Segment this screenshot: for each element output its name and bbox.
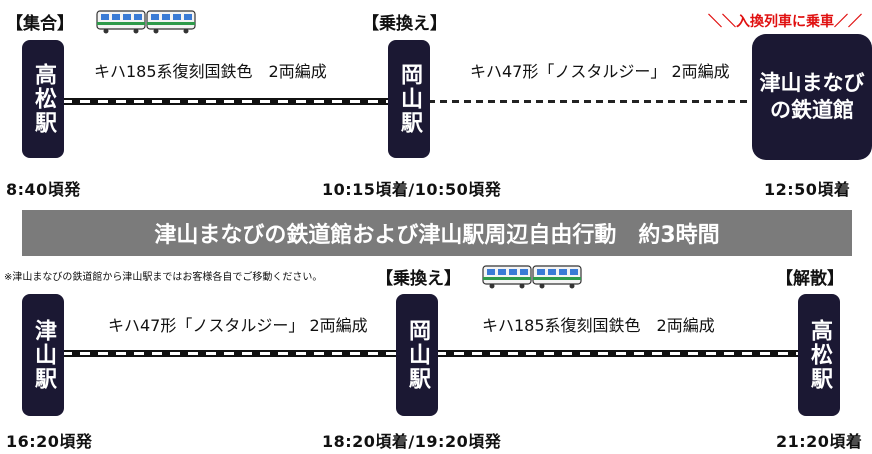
dismissal-tag: 【解散】	[776, 269, 844, 289]
track-segment	[436, 350, 816, 357]
switching-train-note: ＼＼入換列車に乗車／／	[708, 14, 862, 30]
route-train-1: キハ185系復刻国鉄色 2両編成	[94, 62, 327, 81]
transfer-tag-outbound: 【乗換え】	[362, 14, 447, 34]
arrive-time: 12:50頃着	[764, 180, 851, 199]
station-takamatsu: 高松駅	[22, 40, 64, 158]
station-tsuyama-railway-museum: 津山まなびの鉄道館	[752, 34, 872, 160]
track-segment-dashed	[428, 100, 754, 103]
station-tsuyama: 津山駅	[22, 294, 64, 416]
train-icon	[482, 264, 582, 290]
route-train-4: キハ185系復刻国鉄色 2両編成	[482, 316, 715, 335]
depart-time: 8:40頃発	[6, 180, 81, 199]
station-takamatsu-return: 高松駅	[798, 294, 840, 416]
transfer-time: 10:15頃着/10:50頃発	[322, 180, 502, 199]
track-segment	[62, 350, 402, 357]
return-depart-time: 16:20頃発	[6, 432, 93, 451]
return-arrive-time: 21:20頃着	[776, 432, 863, 451]
station-okayama-return: 岡山駅	[396, 294, 438, 416]
free-time-banner: 津山まなびの鉄道館および津山駅周辺自由行動 約3時間	[22, 210, 852, 256]
train-icon	[96, 9, 196, 35]
transfer-tag-return: 【乗換え】	[376, 269, 461, 289]
meeting-tag: 【集合】	[6, 14, 74, 34]
station-okayama: 岡山駅	[388, 40, 430, 158]
route-train-3: キハ47形「ノスタルジー」 2両編成	[108, 316, 368, 335]
transfer-note: ※津山まなびの鉄道館から津山駅まではお客様各自でご移動ください。	[4, 272, 323, 283]
route-train-2: キハ47形「ノスタルジー」 2両編成	[470, 62, 730, 81]
return-transfer-time: 18:20頃着/19:20頃発	[322, 432, 502, 451]
track-segment	[62, 98, 392, 105]
